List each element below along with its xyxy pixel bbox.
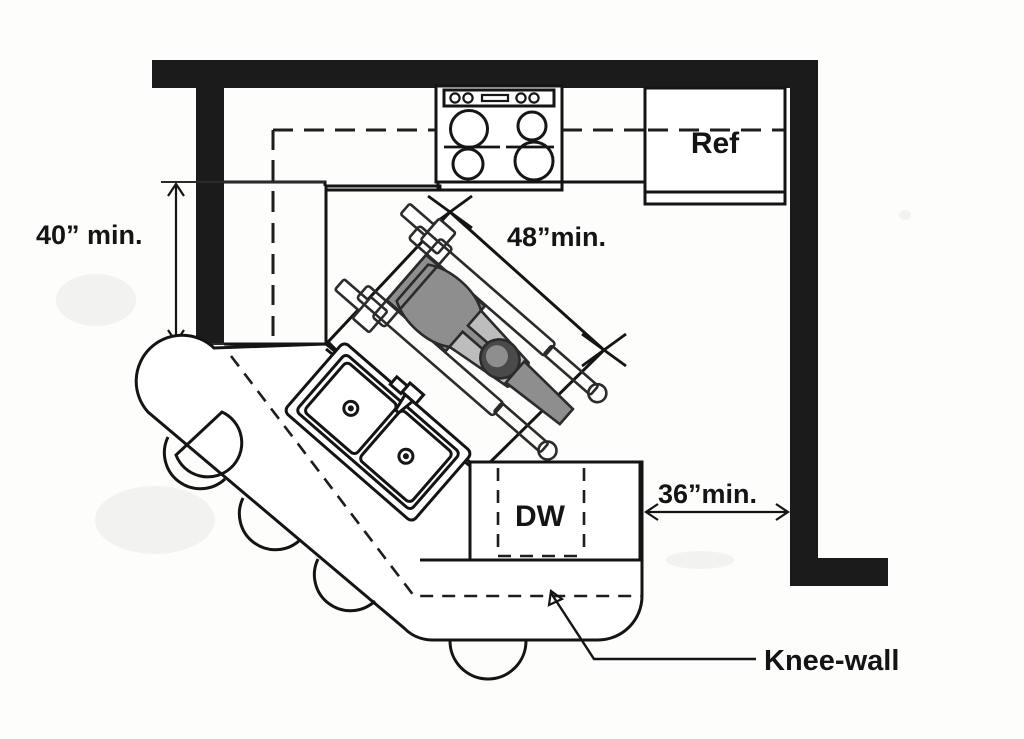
clear-floor-corner-ticks xyxy=(427,194,627,368)
wheelchair-footrest-left xyxy=(543,344,599,396)
wheelchair-torso xyxy=(396,264,502,364)
range-burners[interactable] xyxy=(449,109,555,182)
faucet-handle-left xyxy=(388,374,410,396)
dim-40-label: 40” min. xyxy=(36,220,143,250)
dim-36-label: 36”min. xyxy=(658,479,757,509)
dimension-40-min: 40” min. xyxy=(36,182,185,344)
stool-4 xyxy=(448,640,528,681)
wheelchair-hair-crown xyxy=(485,345,508,368)
knee-wall-arrowhead xyxy=(547,589,565,607)
burner-front-right xyxy=(513,140,555,182)
dishwasher-dashed-outline xyxy=(496,468,586,558)
range[interactable] xyxy=(434,84,564,192)
dimension-36-min: 36”min. xyxy=(644,479,790,521)
paper-artifacts xyxy=(56,210,911,618)
dim-36-arrow-right xyxy=(775,503,790,521)
wheelchair-footrest-right xyxy=(493,402,549,453)
wall-bottom-stub xyxy=(790,558,888,586)
sink-drain-left-hole xyxy=(347,405,354,412)
wheelchair-caster-right xyxy=(537,440,558,461)
wall-left xyxy=(196,60,224,344)
wall-top xyxy=(152,60,806,88)
refrigerator-label: Ref xyxy=(691,127,740,160)
stool-2 xyxy=(237,497,302,552)
seating-stools xyxy=(162,410,528,681)
wheelchair-user-icon xyxy=(334,203,608,461)
wheelchair-backrest xyxy=(372,238,453,328)
refrigerator[interactable]: Ref xyxy=(643,86,787,206)
walls xyxy=(152,60,888,586)
sink-faucet[interactable] xyxy=(380,374,426,418)
range-front-lip xyxy=(436,180,564,192)
knee-wall-callout: Knee-wall xyxy=(547,589,899,677)
burner-rear-right xyxy=(516,110,548,142)
stool-3 xyxy=(312,558,377,613)
knee-wall-label: Knee-wall xyxy=(764,645,899,677)
burner-front-left xyxy=(451,147,485,181)
range-display xyxy=(480,93,510,103)
range-knobs[interactable] xyxy=(449,92,540,104)
sink[interactable] xyxy=(284,332,481,522)
faucet-spout xyxy=(393,392,416,415)
dim-36-arrow-left xyxy=(644,503,659,521)
stool-helper xyxy=(174,410,244,479)
wheelchair-caster-left xyxy=(587,382,608,404)
wheelchair-legs xyxy=(505,361,573,425)
dim-48-label: 48”min. xyxy=(507,222,606,252)
sink-drain-right-hole xyxy=(402,453,409,460)
stool-1 xyxy=(162,436,227,491)
dishwasher[interactable]: DW xyxy=(468,460,642,562)
burner-rear-left xyxy=(449,109,489,149)
wall-right xyxy=(790,60,818,586)
knee-wall-dashed-line xyxy=(229,355,642,598)
dishwasher-label: DW xyxy=(515,500,566,533)
dim-40-arrow-top xyxy=(167,182,185,197)
knee-wall-leader-line xyxy=(549,592,756,661)
refrigerator-front-lip xyxy=(643,190,787,206)
left-upper-cabinet-lines xyxy=(161,181,325,345)
